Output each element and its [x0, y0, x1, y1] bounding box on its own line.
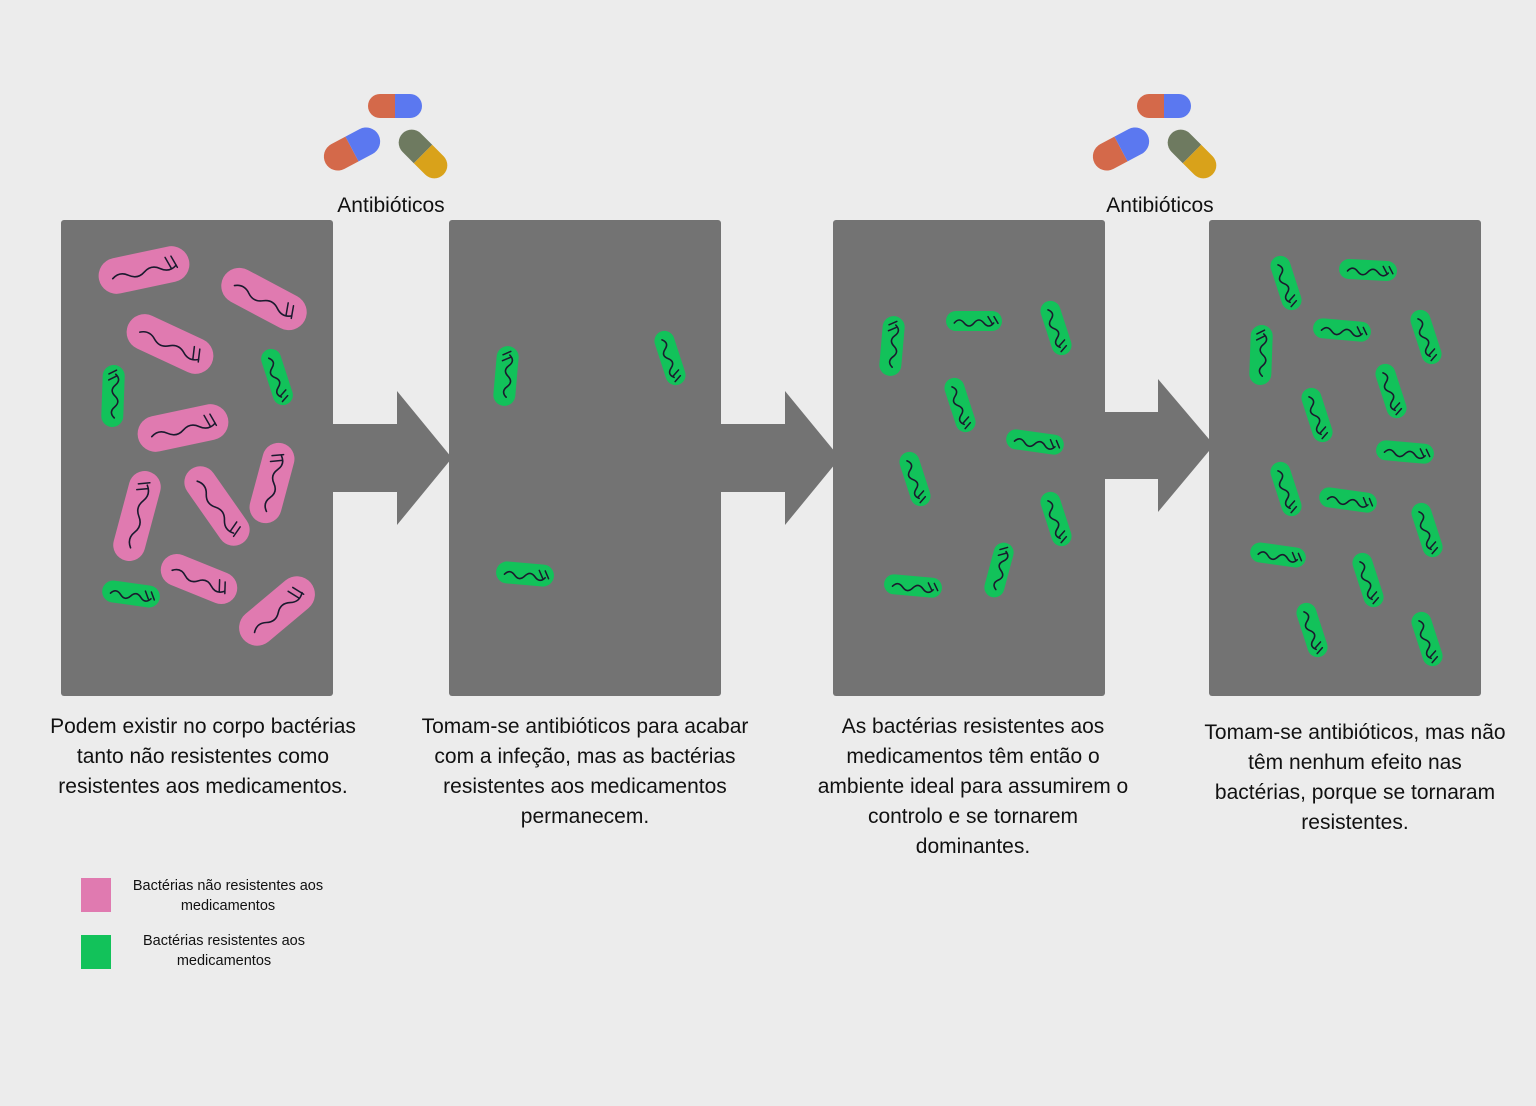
bacteria-icon-non-resistant — [249, 442, 295, 524]
pill-icon — [1137, 94, 1191, 118]
bacteria-icon-resistant — [261, 348, 293, 406]
legend-swatch-non-resistant — [81, 878, 111, 912]
bacteria-icon-resistant — [1410, 309, 1442, 365]
antibiotics-label-2: Antibióticos — [1106, 194, 1214, 217]
bacteria-icon-resistant — [1270, 461, 1302, 517]
stage-panel-4 — [1209, 220, 1481, 696]
bacteria-icon-resistant — [1376, 440, 1434, 464]
bacteria-icon-resistant — [101, 365, 125, 427]
bacteria-icon-non-resistant — [98, 246, 190, 294]
pill-icon — [323, 127, 381, 171]
arrow-icon-3 — [1102, 379, 1214, 512]
bacteria-icon-resistant — [1313, 318, 1371, 342]
bacteria-icon-resistant — [1040, 491, 1072, 547]
bacteria-icon-non-resistant — [184, 466, 250, 546]
caption-stage-2: Tomam-se antibióticos para acabar com a … — [421, 715, 749, 828]
bacteria-icon-resistant — [654, 330, 686, 386]
bacteria-icon-non-resistant — [239, 576, 315, 646]
arrow-icon-2 — [718, 391, 840, 525]
caption-stage-3: As bactérias resistentes aos medicamento… — [817, 715, 1129, 858]
bacteria-icon-resistant — [102, 580, 160, 608]
bacteria-icon-resistant — [1375, 363, 1407, 419]
bacteria-icon-resistant — [1339, 259, 1397, 281]
bacteria-icon-resistant — [1006, 429, 1064, 455]
stage-panel-2 — [449, 220, 721, 696]
bacteria-icon-resistant — [1319, 487, 1377, 513]
bacteria-icon-resistant — [496, 561, 554, 587]
stage-panel-3 — [833, 220, 1105, 696]
pills-layer — [323, 94, 1217, 179]
bacteria-icon-resistant — [1270, 255, 1302, 311]
bacteria-icon-non-resistant — [137, 404, 229, 452]
bacteria-icon-resistant — [1250, 542, 1306, 568]
pill-icon — [368, 94, 422, 118]
bacteria-icon-resistant — [1301, 387, 1333, 443]
bacteria-icon-non-resistant — [221, 267, 307, 331]
bacteria-icon-resistant — [944, 377, 976, 433]
bacteria-icon-non-resistant — [160, 554, 238, 604]
bacteria-icon-resistant — [1352, 552, 1384, 608]
bacteria-icon-resistant — [1040, 300, 1072, 356]
bacteria-icon-non-resistant — [126, 314, 214, 374]
bacteria-icon-resistant — [984, 542, 1014, 598]
bacteria-icon-resistant — [946, 311, 1002, 331]
caption-stage-1: Podem existir no corpo bactérias tanto n… — [50, 715, 356, 798]
bacteria-icon-resistant — [493, 346, 519, 406]
bacteria-icon-non-resistant — [113, 471, 161, 561]
pill-icon — [1167, 129, 1217, 179]
pill-icon — [398, 129, 448, 179]
antibiotics-label-1: Antibióticos — [337, 194, 445, 217]
bacteria-icon-resistant — [1296, 602, 1328, 658]
legend-label-non-resistant: Bactérias não resistentes aos medicament… — [132, 878, 324, 914]
bacteria-icon-resistant — [884, 574, 942, 598]
bacteria-icon-resistant — [899, 451, 931, 507]
legend-swatch-resistant — [81, 935, 111, 969]
bacteria-icon-resistant — [1411, 502, 1443, 558]
pill-icon — [1092, 127, 1150, 171]
bacteria-icon-resistant — [1249, 325, 1273, 385]
legend-label-resistant: Bactérias resistentes aos medicamentos — [143, 933, 305, 969]
bacteria-layer — [98, 246, 1443, 667]
arrows — [330, 379, 1214, 525]
bacteria-icon-resistant — [1411, 611, 1443, 667]
bacteria-icon-resistant — [879, 316, 905, 376]
arrow-icon-1 — [330, 391, 452, 525]
caption-stage-4: Tomam-se antibióticos, mas não têm nenhu… — [1204, 721, 1506, 834]
